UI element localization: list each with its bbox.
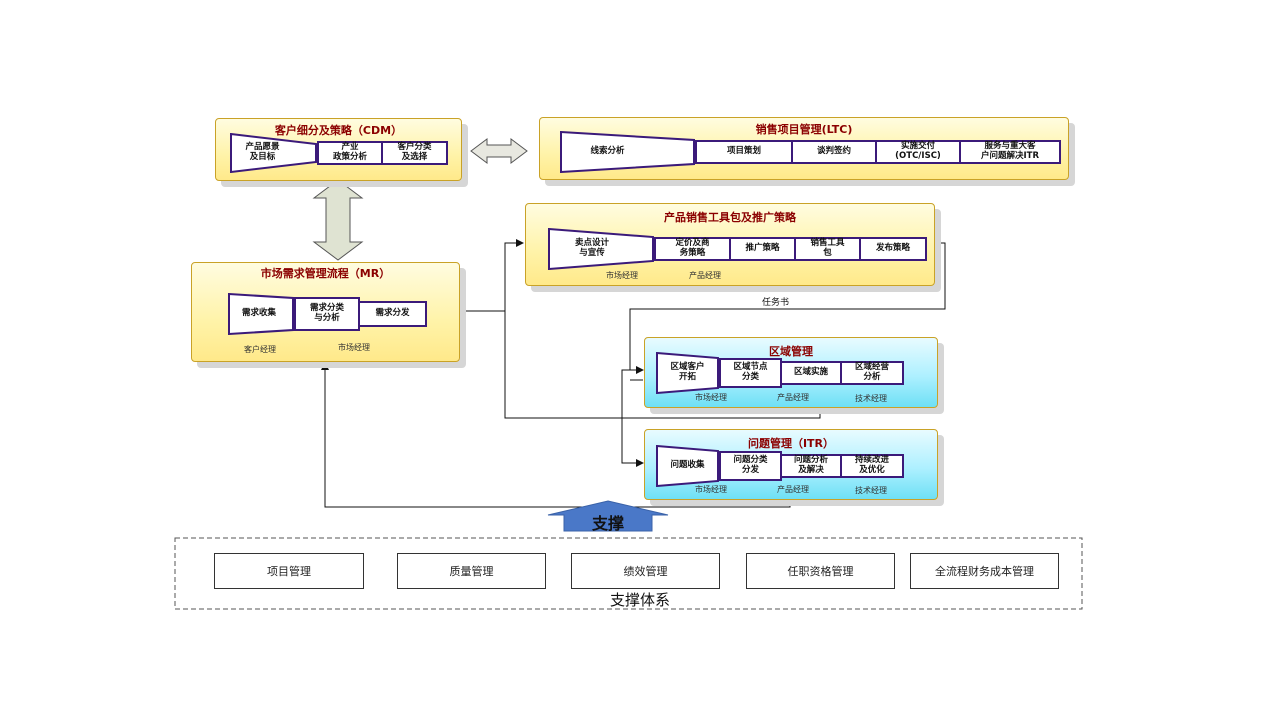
mr-title: 市场需求管理流程（MR） xyxy=(260,267,391,280)
itr-role-2: 产品经理 xyxy=(777,485,809,494)
support-item-finance-cost-management: 全流程财务成本管理 xyxy=(910,553,1059,589)
support-label: 支撑 xyxy=(591,514,624,533)
ltc-step-5: 服务与重大客 户问题解决ITR xyxy=(961,140,1061,164)
ltc-step-2: 项目策划 xyxy=(695,140,793,164)
cdm-step-3: 客户分类 及选择 xyxy=(383,141,448,165)
support-item-quality-management: 质量管理 xyxy=(397,553,546,589)
ltc-step-4: 实施交付 (OTC/ISC) xyxy=(877,140,961,164)
tools-panel: 产品销售工具包及推广策略 卖点设计 与宣传 定价及商 务策略 推广策略 销售工具… xyxy=(525,203,935,286)
support-item-project-management: 项目管理 xyxy=(214,553,364,589)
itr-panel: 问题管理（ITR） 问题收集 问题分类 分发 问题分析 及解决 持续改进 及优化… xyxy=(644,429,938,500)
cdm-mr-double-arrow xyxy=(312,179,364,261)
mr-step-3: 需求分发 xyxy=(360,301,427,327)
task-book-label: 任务书 xyxy=(762,298,790,308)
ltc-step-3: 谈判签约 xyxy=(793,140,877,164)
task-book-connector xyxy=(629,242,946,374)
region-role-2: 产品经理 xyxy=(777,393,809,402)
cdm-step-2: 产业 政策分析 xyxy=(317,141,383,165)
mr-to-tools-connector xyxy=(459,239,524,312)
mr-panel: 市场需求管理流程（MR） 需求收集 需求分类 与分析 需求分发 客户经理 市场经… xyxy=(191,262,460,362)
region-role-3: 技术经理 xyxy=(855,394,887,403)
mr-to-region-connector xyxy=(504,311,821,419)
cdm-step-1: 产品愿景 及目标 xyxy=(230,133,317,173)
itr-step-4: 持续改进 及优化 xyxy=(842,454,904,478)
ltc-title: 销售项目管理(LTC) xyxy=(755,123,853,136)
itr-to-mr-connector xyxy=(321,362,791,508)
tools-role-1: 市场经理 xyxy=(606,271,638,280)
region-step-1: 区域客户 开拓 xyxy=(656,352,719,394)
itr-step-2: 问题分类 分发 xyxy=(719,451,782,481)
region-panel: 区域管理 区域客户 开拓 区域节点 分类 区域实施 区域经营 分析 市场经理 产… xyxy=(644,337,938,408)
cdm-title: 客户细分及策略（CDM） xyxy=(274,124,403,137)
tools-step-4: 销售工具 包 xyxy=(796,237,861,261)
tools-title: 产品销售工具包及推广策略 xyxy=(664,211,796,224)
itr-role-1: 市场经理 xyxy=(695,485,727,494)
cdm-ltc-double-arrow xyxy=(470,138,528,164)
tools-step-1: 卖点设计 与宣传 xyxy=(548,228,654,270)
ltc-panel: 销售项目管理(LTC) 线索分析 项目策划 谈判签约 实施交付 (OTC/ISC… xyxy=(539,117,1069,180)
support-item-performance-management: 绩效管理 xyxy=(571,553,720,589)
tools-role-2: 产品经理 xyxy=(689,271,721,280)
mr-step-1: 需求收集 xyxy=(228,293,294,335)
task-book-to-itr-connector xyxy=(621,369,644,467)
support-item-qualification-management: 任职资格管理 xyxy=(746,553,895,589)
mr-role-1: 客户经理 xyxy=(244,345,276,354)
support-system-frame xyxy=(174,537,1083,610)
itr-title: 问题管理（ITR） xyxy=(747,437,835,450)
itr-step-3: 问题分析 及解决 xyxy=(782,454,842,478)
mr-role-2: 市场经理 xyxy=(338,343,370,352)
region-step-4: 区域经营 分析 xyxy=(842,361,904,385)
itr-role-3: 技术经理 xyxy=(855,486,887,495)
region-title: 区域管理 xyxy=(769,345,813,358)
region-step-3: 区域实施 xyxy=(782,361,842,385)
mr-step-2: 需求分类 与分析 xyxy=(294,297,360,331)
cdm-panel: 客户细分及策略（CDM） 产品愿景 及目标 产业 政策分析 客户分类 及选择 xyxy=(215,118,462,181)
region-step-2: 区域节点 分类 xyxy=(719,358,782,388)
tools-step-2: 定价及商 务策略 xyxy=(654,237,731,261)
region-role-1: 市场经理 xyxy=(695,393,727,402)
itr-step-1: 问题收集 xyxy=(656,445,719,487)
support-arrow xyxy=(547,500,669,532)
tools-step-3: 推广策略 xyxy=(731,237,796,261)
ltc-step-1: 线索分析 xyxy=(560,131,695,173)
tools-step-5: 发布策略 xyxy=(861,237,927,261)
support-system-title: 支撑体系 xyxy=(609,591,670,609)
